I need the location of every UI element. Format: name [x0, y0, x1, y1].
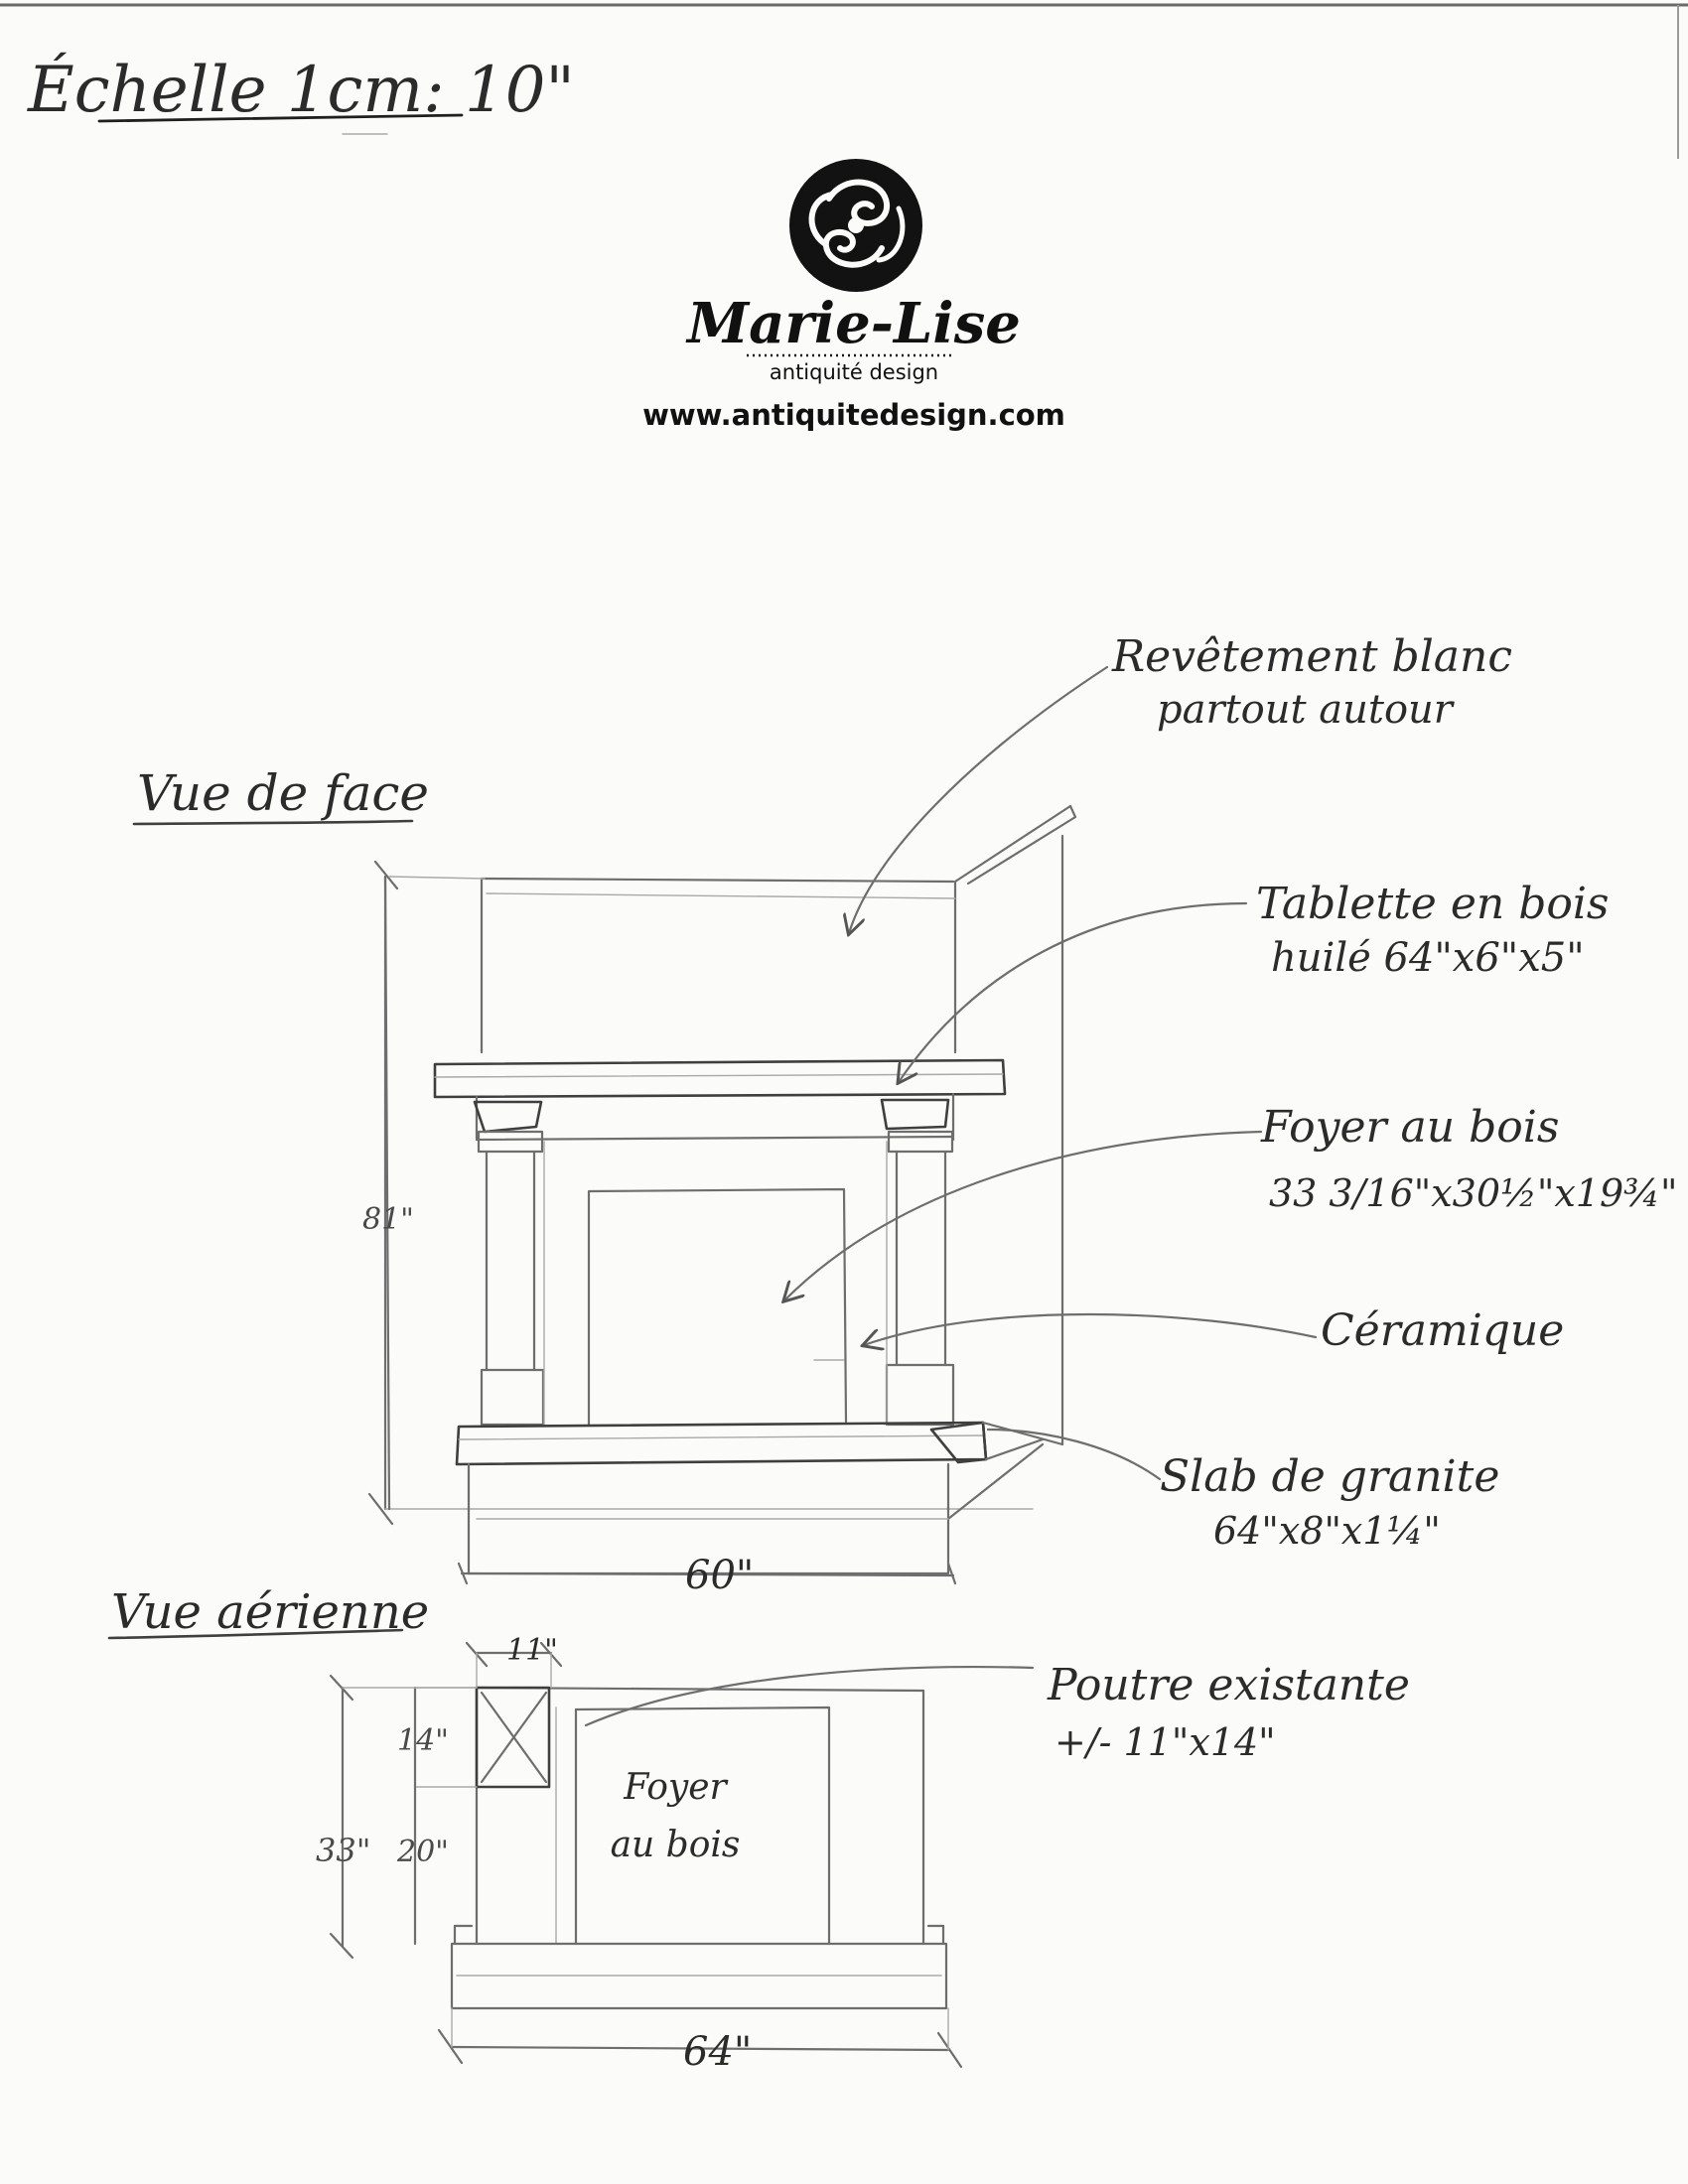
swirl-emblem-icon [789, 159, 922, 292]
poutre-leader-line [584, 1666, 1035, 1727]
firebox-opening [587, 1187, 848, 1427]
tablette-leader-line [899, 901, 1248, 1082]
front-view: Vue de face [132, 631, 1677, 1598]
ceramique-callout: Céramique [1321, 1305, 1564, 1356]
logo: Marie-Lise antiquité design www.antiquit… [642, 159, 1065, 432]
slab-callout-line2: 64"x8"x1¼" [1213, 1509, 1441, 1553]
fireplace-aerial-drawing [329, 1641, 963, 2069]
aerial-foyer-label-line1: Foyer [623, 1767, 728, 1808]
aerial-view: Vue aérienne [107, 1584, 1410, 2075]
aerial-foyer-label-line2: au bois [611, 1825, 741, 1865]
mantel-shelf [433, 1058, 1007, 1099]
logo-subtitle: antiquité design [770, 360, 938, 384]
revetement-leader-line [849, 665, 1109, 933]
front-height-dimension: 81" [362, 1202, 414, 1237]
revetement-callout-line2: partout autour [1157, 687, 1456, 733]
total-depth-dimension: 33" [316, 1832, 370, 1869]
ceramique-leader-line [864, 1312, 1318, 1345]
logo-website-link[interactable]: www.antiquitedesign.com [642, 398, 1065, 432]
foyer-leader-line [784, 1130, 1263, 1300]
scale-note-text: Échelle 1cm: 10" [27, 53, 575, 127]
scale-note: Échelle 1cm: 10" [27, 53, 575, 135]
aerial-firebox-outline [574, 1706, 831, 1946]
existing-beam-square [475, 1686, 551, 1789]
tablette-callout-line2: huilé 64"x6"x5" [1271, 935, 1585, 981]
beam-width-dimension: 11" [506, 1633, 558, 1668]
fireplace-front-drawing [367, 804, 1077, 1585]
tablette-callout-line1: Tablette en bois [1256, 879, 1610, 929]
aerial-hearth-slab [450, 1942, 948, 2010]
slab-leader-line [986, 1428, 1162, 1481]
revetement-callout-line1: Revêtement blanc [1111, 631, 1512, 682]
foyer-callout-line2: 33 3/16"x30½"x19¾" [1269, 1171, 1677, 1215]
slab-callout-line1: Slab de granite [1160, 1451, 1499, 1502]
total-width-dimension: 64" [683, 2029, 752, 2075]
foyer-depth-dimension: 20" [396, 1835, 449, 1869]
foyer-callout-line1: Foyer au bois [1260, 1102, 1559, 1153]
front-view-title: Vue de face [137, 764, 429, 822]
aerial-view-title-underline [107, 1628, 404, 1640]
granite-slab [455, 1421, 988, 1466]
front-view-title-underline [132, 819, 414, 826]
front-width-dimension: 60" [685, 1553, 754, 1598]
logo-brand-name: Marie-Lise [685, 291, 1021, 356]
beam-depth-dimension: 14" [397, 1723, 449, 1758]
poutre-callout-line2: +/- 11"x14" [1055, 1720, 1276, 1764]
poutre-callout-line1: Poutre existante [1047, 1660, 1410, 1710]
scale-note-underline [97, 113, 464, 123]
